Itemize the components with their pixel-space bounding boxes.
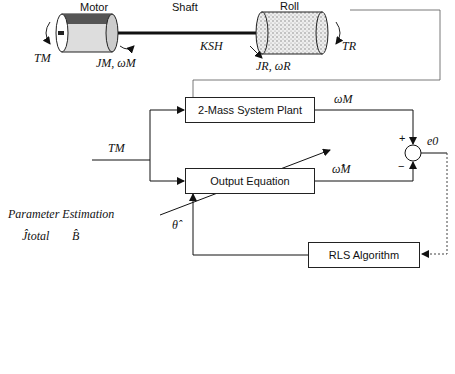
torque-arrow (46, 22, 50, 44)
signal-label: Roll (280, 0, 299, 13)
error-wire (421, 153, 447, 154)
input-arrow (150, 110, 184, 111)
process-box: 2-Mass System Plant (185, 97, 315, 123)
edge-label: θ̂ (171, 218, 179, 232)
adaptation-arrow (160, 150, 330, 215)
torque-arrow (120, 46, 134, 49)
signal-label: TM (34, 52, 51, 65)
error-feedback (422, 153, 447, 254)
signal-label: Parameter Estimation (8, 208, 114, 221)
torque-arrow (250, 46, 262, 58)
signal-label: ωM (334, 93, 352, 106)
signal-label: ω̂M (332, 163, 350, 176)
signal-label: Ĵtotal (22, 230, 49, 243)
signal-label: TM (108, 142, 125, 155)
box-label: RLS Algorithm (325, 249, 403, 261)
motor-cylinder (56, 14, 118, 52)
signal-label: − (398, 160, 404, 173)
sum-junction (405, 145, 421, 161)
process-box: RLS Algorithm (308, 242, 420, 268)
input-wire (150, 110, 151, 181)
signal-label: Motor (80, 1, 108, 14)
signal-label: JM, ωM (96, 57, 136, 70)
shaft (118, 32, 258, 35)
signal-label: e0 (427, 135, 438, 148)
output-wire (315, 110, 413, 144)
process-box: Output Equation (185, 168, 315, 194)
frame-line (193, 10, 440, 97)
box-label: 2-Mass System Plant (194, 104, 306, 116)
box-label: Output Equation (206, 175, 294, 187)
connector (193, 194, 308, 255)
signal-label: B̂ (72, 230, 79, 243)
input-wire (92, 160, 150, 161)
torque-arrow (336, 22, 340, 44)
input-arrow (150, 181, 184, 182)
signal-label: TR (342, 40, 356, 53)
signal-label: Shaft (172, 1, 198, 14)
signal-label: + (399, 132, 405, 145)
signal-label: JR, ωR (256, 60, 290, 73)
roll-cylinder (256, 12, 328, 54)
signal-label: KSH (200, 40, 223, 53)
